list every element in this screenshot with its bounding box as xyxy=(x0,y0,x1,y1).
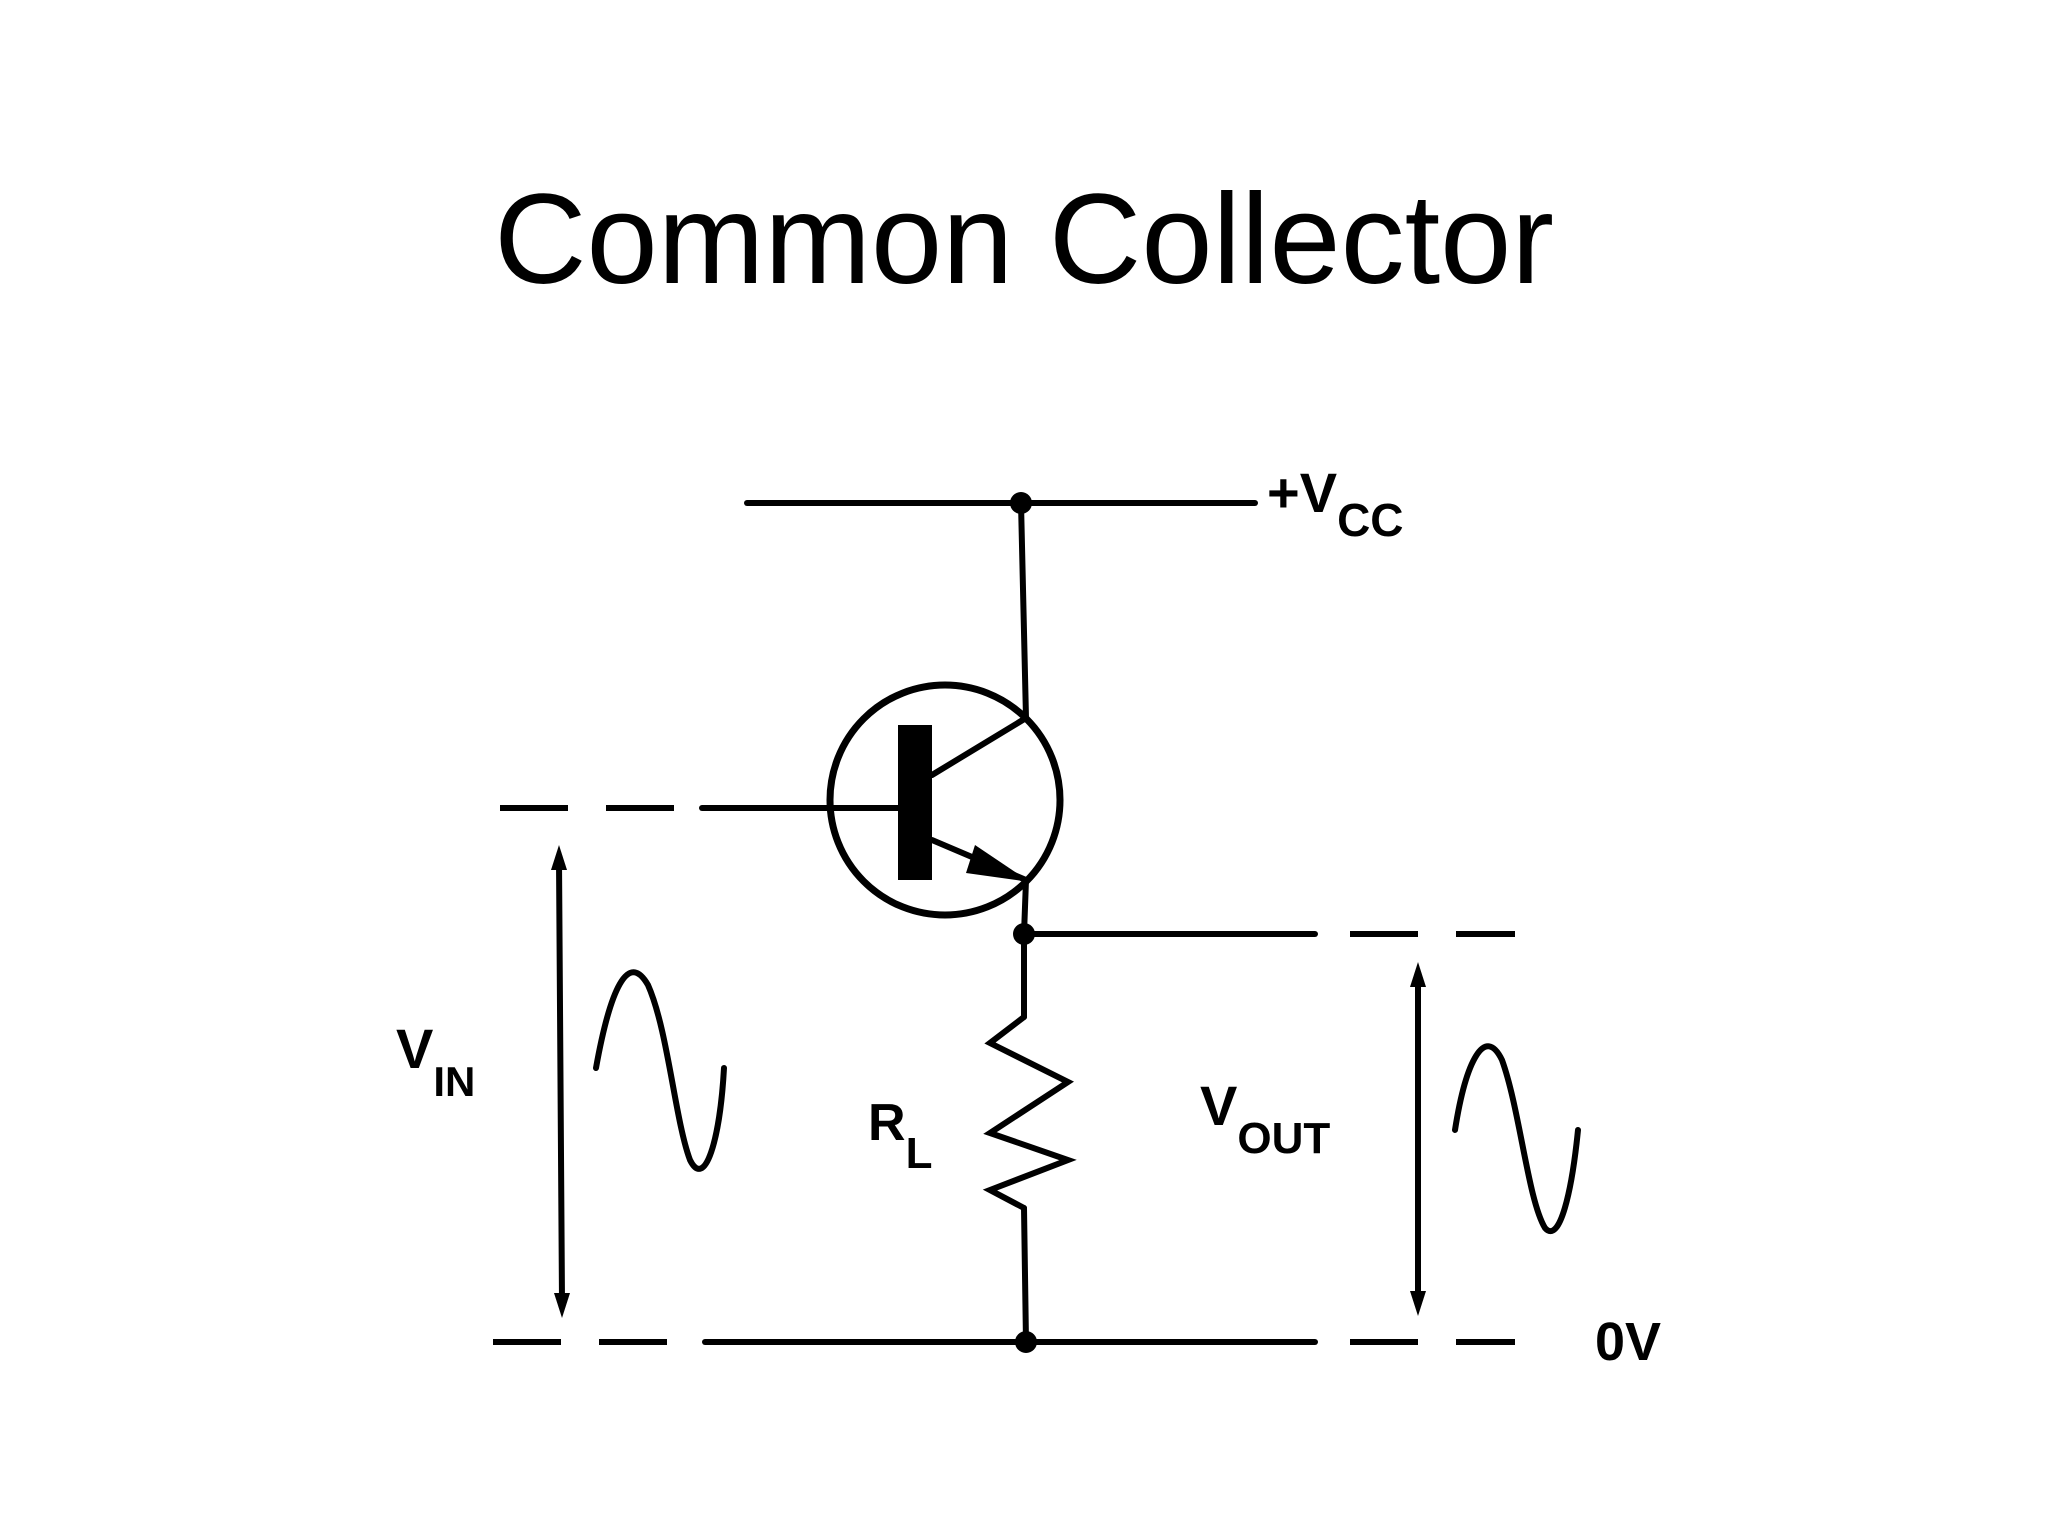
npn-transistor-symbol xyxy=(826,681,1064,919)
load-resistor-rl xyxy=(982,1014,1077,1211)
input-waveform xyxy=(593,969,727,1172)
emitter-arrow xyxy=(966,845,1030,882)
transistor-envelope xyxy=(826,681,1064,919)
ground-junction-dot xyxy=(1015,1331,1037,1353)
transistor-collector xyxy=(929,715,1029,778)
ground-label: 0V xyxy=(1595,1312,1661,1372)
transistor-base-bar xyxy=(898,725,932,880)
output-waveform xyxy=(1452,1043,1581,1234)
vout-label: VOUT xyxy=(1200,1074,1330,1163)
vout-double-arrow xyxy=(1410,962,1426,1316)
slide-title: Common Collector xyxy=(494,168,1554,311)
vin-label: VIN xyxy=(396,1017,475,1105)
collector-lead xyxy=(1018,500,1029,721)
rl-label: RL xyxy=(868,1094,932,1178)
vin-double-arrow xyxy=(551,845,570,1318)
vcc-label: +VCC xyxy=(1267,461,1404,546)
resistor-bottom-lead xyxy=(1021,1205,1029,1345)
